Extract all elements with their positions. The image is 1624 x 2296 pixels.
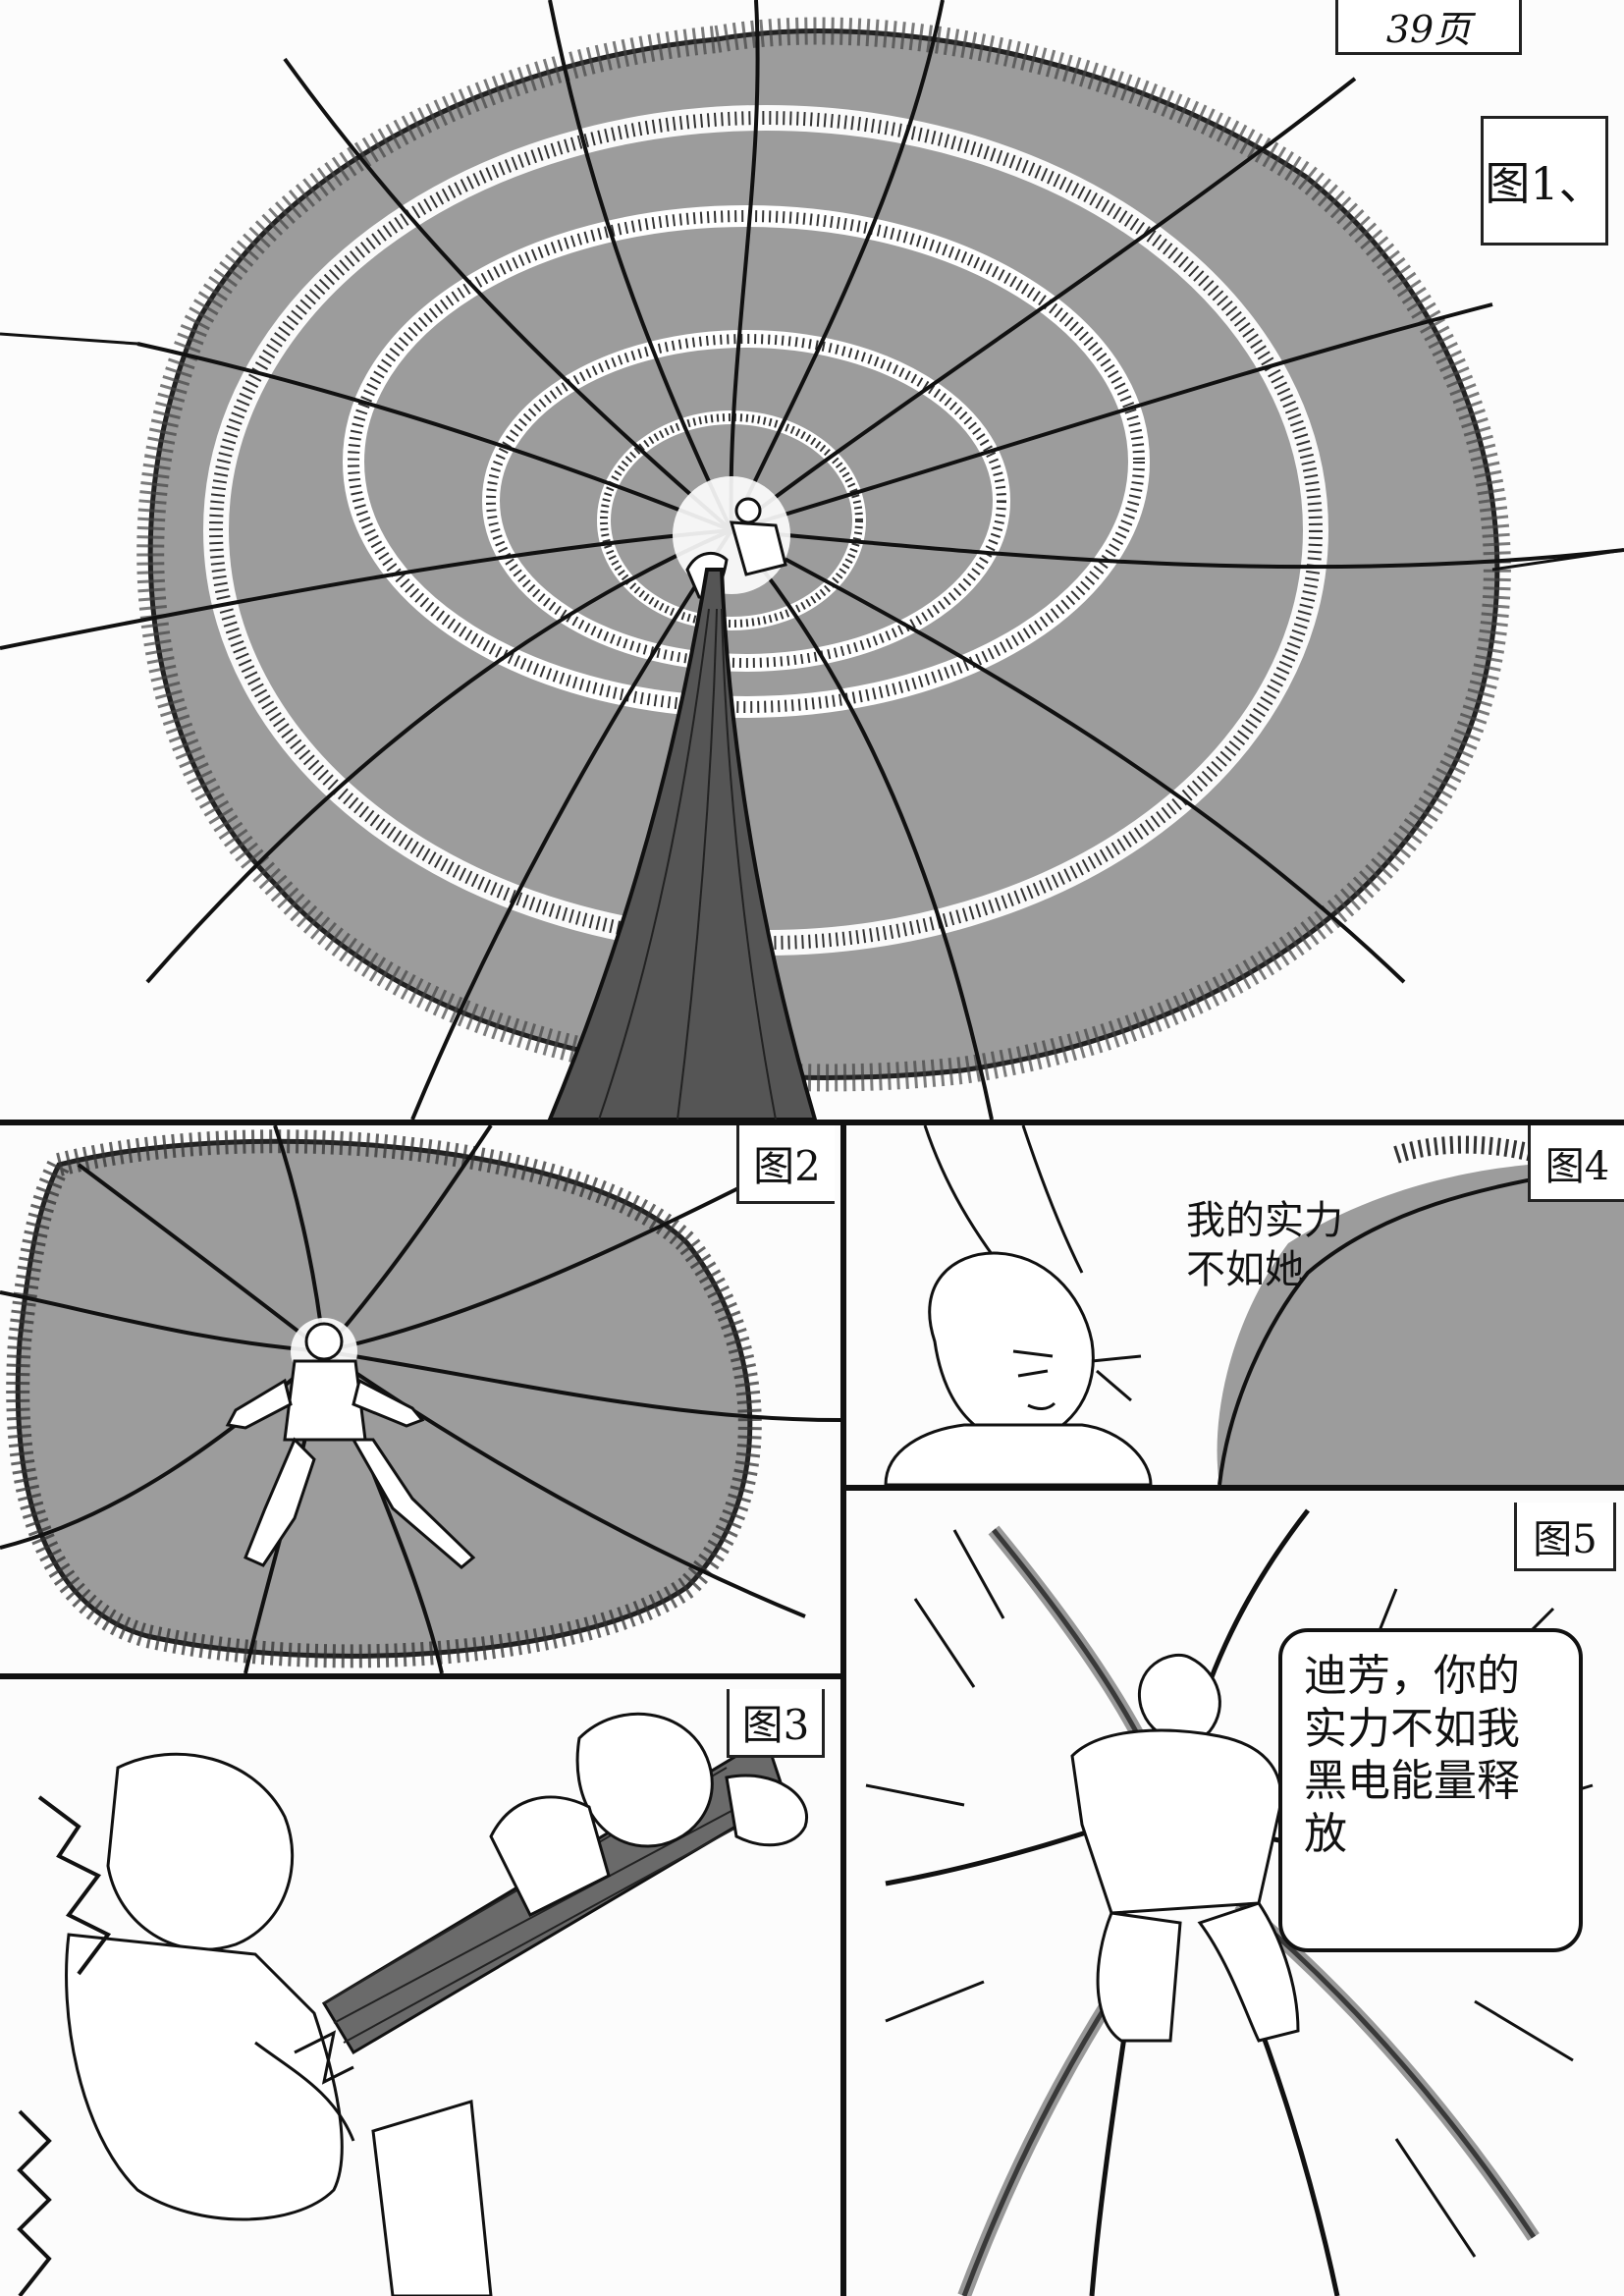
energy-burst-drawing xyxy=(0,1125,840,1673)
panel-4-drawing xyxy=(846,1125,1624,1485)
panel-3: 图3 xyxy=(0,1679,840,2296)
panel-divider xyxy=(840,1485,1624,1491)
panel-4: 我的实力 不如她 图4 xyxy=(846,1125,1624,1485)
panel-1-label: 图1、 xyxy=(1481,116,1608,246)
panel-divider xyxy=(840,1125,846,2296)
panel-4-dialogue: 我的实力 不如她 xyxy=(1186,1198,1343,1292)
panel-2-label: 图2 xyxy=(736,1125,835,1204)
panel-divider xyxy=(0,1673,840,1679)
panel-5-speech-bubble: 迪芳，你的 实力不如我 黑电能量释 放 xyxy=(1278,1628,1583,1952)
panel-4-label: 图4 xyxy=(1528,1125,1624,1202)
panel-3-label: 图3 xyxy=(727,1689,825,1758)
panel-2: 图2 xyxy=(0,1125,840,1673)
panel-1-page-number: 39页 xyxy=(1335,0,1522,55)
panel-5-label: 图5 xyxy=(1514,1503,1616,1571)
panel-1: 39页 图1、 xyxy=(0,0,1624,1120)
panel-5: 迪芳，你的 实力不如我 黑电能量释 放 图5 xyxy=(846,1491,1624,2296)
energy-vortex-drawing xyxy=(0,0,1624,1120)
panel-3-drawing xyxy=(0,1679,840,2296)
panel-divider xyxy=(0,1120,1624,1125)
